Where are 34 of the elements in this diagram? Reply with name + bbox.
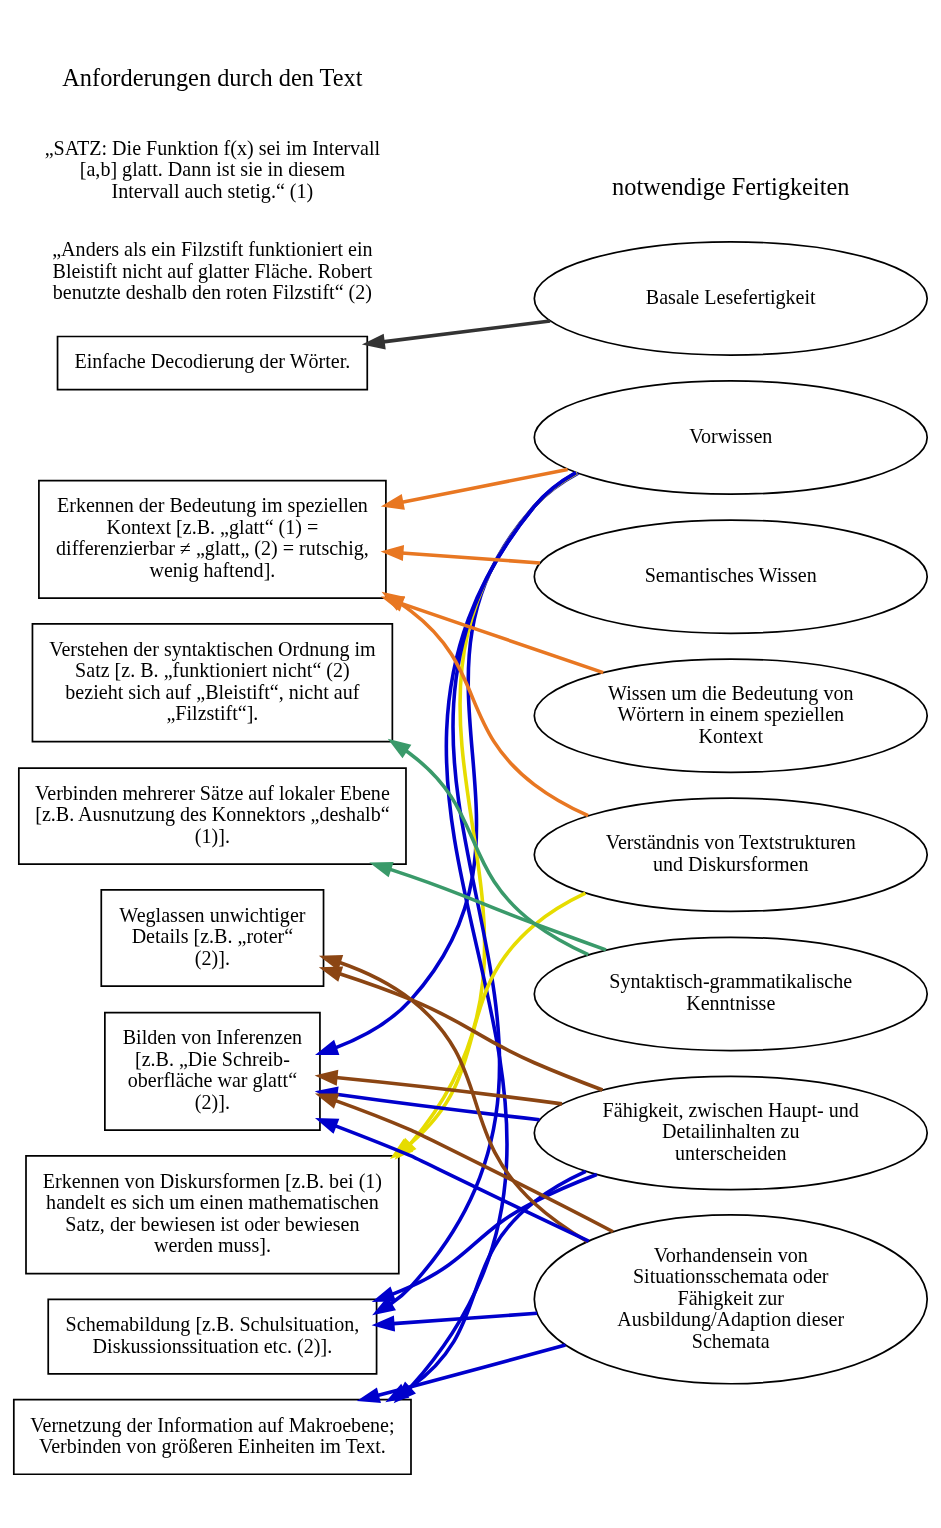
node-ellipse: Verständnis von Textstrukturen und Diskursformen	[533, 796, 929, 912]
label: „Anders als ein Filzstift funktioniert ein Bleistift nicht auf glatter Fläche. Robert benutzte deshalb den roten Filzstift“ (2)	[52, 237, 373, 303]
label: „SATZ: Die Funktion f(x) sei im Intervall [a,b] glatt. Dann ist sie in diesem Intervall auch stetig.“ (1)	[44, 136, 381, 202]
arrow	[314, 1092, 614, 1233]
arrow	[371, 1172, 598, 1302]
arrow	[369, 861, 607, 952]
node-box: Erkennen der Bedeutung im speziellen Kontext [z.B. „glatt“ (1) = differenzierbar ≠ „glatt„ (2) = rutschig, wenig haftend].	[38, 479, 387, 599]
node-box: Einfache Decodierung der Wörter.	[56, 335, 369, 390]
arrow	[371, 1310, 538, 1332]
arrow	[318, 954, 589, 1243]
node-ellipse: Semantisches Wissen	[533, 518, 929, 634]
node-box: Verstehen der syntaktischen Ordnung im Satz [z. B. „funktioniert nicht“ (2) bezieht sich auf „Bleistift“, nicht auf „Filzstift“].	[31, 622, 394, 742]
node-ellipse: Vorwissen	[533, 379, 929, 495]
node-ellipse: Wissen um die Bedeutung von Wörtern in einem speziellen Kontext	[533, 657, 929, 773]
node-box: Erkennen von Diskursformen [z.B. bei (1) handelt es sich um einen mathematischen Satz, der bewiesen ist oder bewiesen werden muss].	[25, 1154, 400, 1274]
label: Anforderungen durch den Text	[62, 63, 363, 91]
node-ellipse: Basale Lesefertigkeit	[533, 240, 929, 356]
arrow	[380, 544, 541, 565]
node-ellipse: Syntaktisch-grammatikalische Kenntnisse	[533, 935, 929, 1051]
node-box: Weglassen unwichtiger Details [z.B. „roter“ (2)].	[100, 888, 325, 987]
arrow	[315, 471, 579, 1055]
arrow	[380, 467, 568, 510]
arrow	[387, 738, 589, 956]
arrow	[314, 1117, 590, 1243]
arrow	[318, 966, 604, 1092]
node-box: Bilden von Inferenzen [z.B. „Die Schreib-oberfläche war glatt“ (2)].	[104, 1011, 321, 1131]
node-box: Vernetzung der Information auf Makroebene; Verbinden von größeren Einheiten im Text.	[12, 1398, 412, 1475]
node-box: Schemabildung [z.B. Schulsituation, Diskussionssituation etc. (2)].	[47, 1297, 378, 1375]
label: notwendige Fertigkeiten	[612, 172, 850, 200]
arrow	[372, 470, 577, 1315]
node-ellipse: Fähigkeit, zwischen Haupt- und Detailinhalten zu unterscheiden	[533, 1075, 929, 1190]
node-ellipse: Vorhandensein von Situationsschemata oder Fähigkeit zur Ausbildung/Adaption dieser Schemata	[533, 1213, 929, 1385]
arrow	[361, 318, 551, 350]
node-box: Verbinden mehrerer Sätze auf lokaler Ebene [z.B. Ausnutzung des Konnektors „deshalb“ (1)].	[17, 766, 407, 865]
